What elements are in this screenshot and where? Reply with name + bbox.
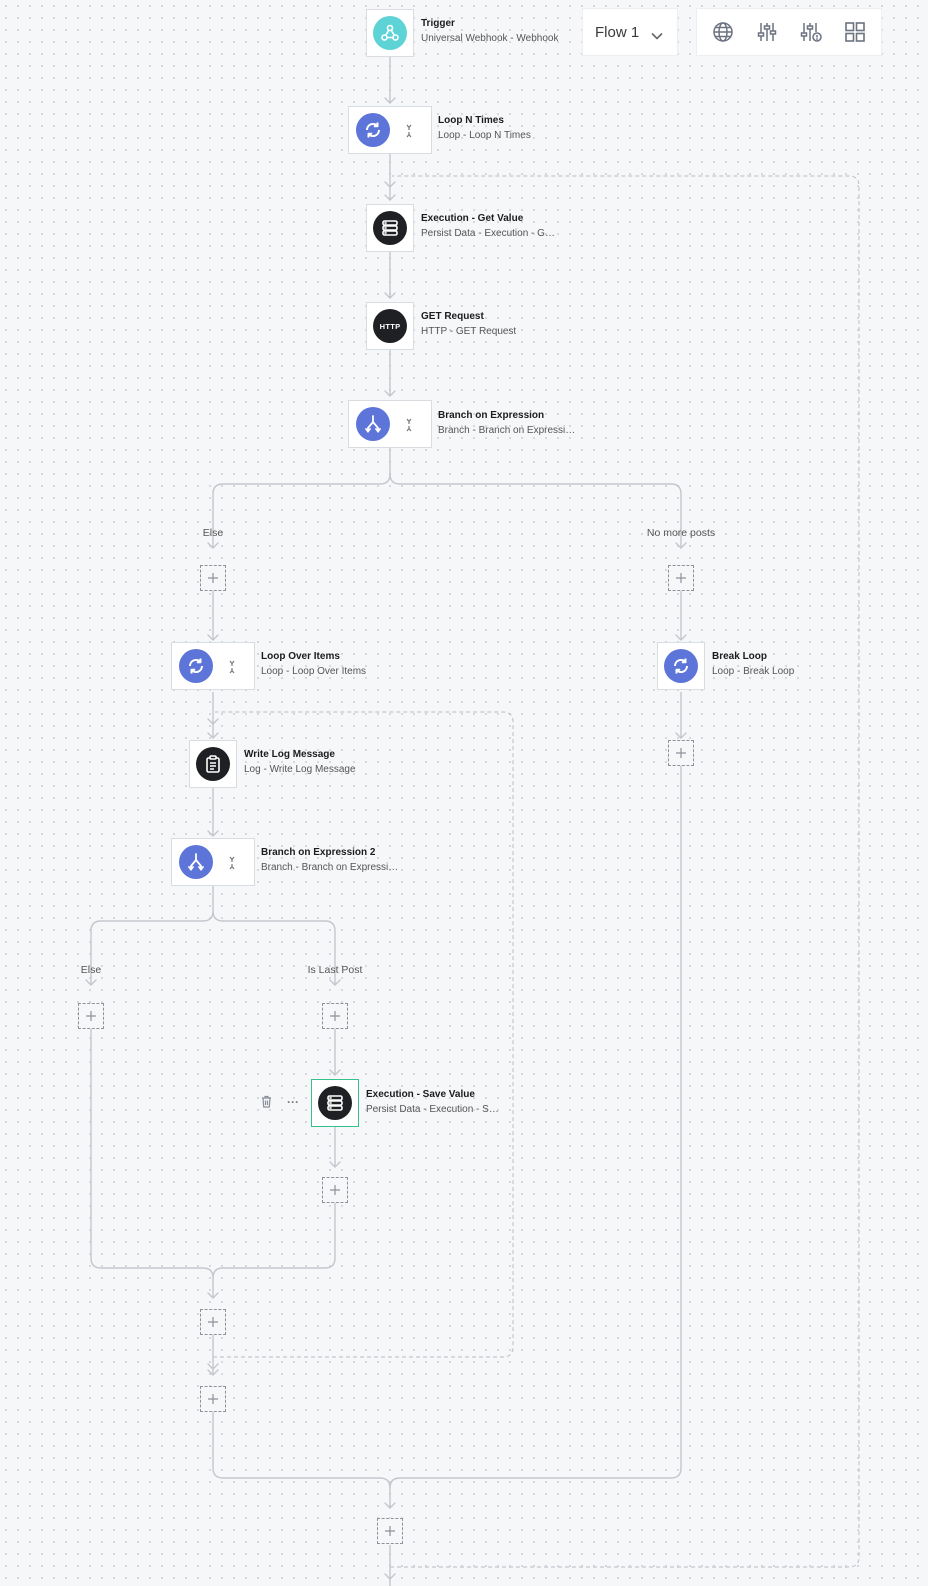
branch-node-label: Branch on Expression Branch - Branch on … (438, 410, 576, 436)
break-loop-node-label: Break Loop Loop - Break Loop (712, 651, 794, 677)
branch-2-node-label: Branch on Expression 2 Branch - Branch o… (261, 847, 399, 873)
node-title: Break Loop (712, 651, 768, 662)
node-subtitle: Loop - Loop N Times (438, 130, 531, 141)
node-subtitle: Persist Data - Execution - Get ... (421, 228, 559, 239)
more-options-button[interactable]: ··· (287, 1095, 299, 1109)
webhook-icon (373, 16, 407, 50)
sliders-alert-icon[interactable] (796, 17, 826, 47)
node-subtitle: Loop - Loop Over Items (261, 666, 367, 677)
node-subtitle: Persist Data - Execution - Sav... (366, 1104, 504, 1115)
node-title: Branch on Expression (438, 410, 545, 421)
loop-over-items-node[interactable] (171, 642, 255, 690)
add-step-button[interactable] (322, 1003, 348, 1029)
sliders-icon[interactable] (752, 17, 782, 47)
http-badge-text: HTTP (379, 321, 401, 331)
get-value-node-label: Execution - Get Value Persist Data - Exe… (421, 213, 559, 239)
node-subtitle: Branch - Branch on Expression (438, 425, 576, 436)
plus-icon (676, 748, 686, 758)
add-step-button[interactable] (200, 1386, 226, 1412)
canvas-toolbar (696, 8, 882, 56)
get-request-node-label: GET Request HTTP - GET Request (421, 311, 516, 337)
plus-icon (676, 573, 686, 583)
write-log-node-label: Write Log Message Log - Write Log Messag… (244, 749, 356, 775)
save-value-node-label: Execution - Save Value Persist Data - Ex… (366, 1089, 504, 1115)
collapse-icon[interactable] (228, 660, 236, 679)
globe-icon[interactable] (708, 17, 738, 47)
chevron-down-icon (651, 27, 663, 44)
node-subtitle: Branch - Branch on Expression (261, 862, 399, 873)
add-step-button[interactable] (322, 1177, 348, 1203)
node-hover-actions: ··· (261, 1095, 299, 1109)
node-subtitle: Log - Write Log Message (244, 764, 356, 775)
node-title: Loop Over Items (261, 651, 340, 662)
branch-label-is-last-post: Is Last Post (307, 964, 363, 976)
add-step-button[interactable] (200, 1309, 226, 1335)
collapse-icon[interactable] (228, 856, 236, 875)
plus-icon (208, 573, 218, 583)
add-step-button[interactable] (668, 740, 694, 766)
database-icon (318, 1086, 352, 1120)
save-value-node[interactable] (311, 1079, 359, 1127)
loop-icon (179, 649, 213, 683)
trash-icon[interactable] (261, 1095, 275, 1109)
node-title: Trigger (421, 18, 455, 29)
break-loop-node[interactable] (657, 642, 705, 690)
trigger-node[interactable] (366, 9, 414, 57)
loop-n-times-node-label: Loop N Times Loop - Loop N Times (438, 115, 531, 141)
loop-n-times-node[interactable] (348, 106, 432, 154)
node-title: GET Request (421, 311, 484, 322)
plus-icon (330, 1011, 340, 1021)
flow-select[interactable]: Flow 1 (582, 8, 678, 56)
http-icon: HTTP (373, 309, 407, 343)
branch-icon (356, 407, 390, 441)
loop-icon (664, 649, 698, 683)
loop-icon (356, 113, 390, 147)
write-log-node[interactable] (189, 740, 237, 788)
add-step-button[interactable] (78, 1003, 104, 1029)
database-icon (373, 211, 407, 245)
plus-icon (385, 1526, 395, 1536)
plus-icon (330, 1185, 340, 1195)
branch-node[interactable] (348, 400, 432, 448)
flow-select-value: Flow 1 (595, 23, 640, 41)
plus-icon (86, 1011, 96, 1021)
node-subtitle: Loop - Break Loop (712, 666, 795, 677)
node-title: Execution - Save Value (366, 1089, 475, 1100)
add-step-button[interactable] (377, 1518, 403, 1544)
plus-icon (208, 1317, 218, 1327)
node-subtitle: HTTP - GET Request (421, 326, 517, 337)
branch-label-else: Else (80, 964, 102, 976)
node-title: Loop N Times (438, 115, 504, 126)
clipboard-icon (196, 747, 230, 781)
node-title: Write Log Message (244, 749, 335, 760)
node-title: Execution - Get Value (421, 213, 524, 224)
collapse-icon[interactable] (405, 124, 413, 143)
branch-label-else: Else (202, 527, 224, 539)
plus-icon (208, 1394, 218, 1404)
get-request-node[interactable]: HTTP (366, 302, 414, 350)
node-title: Branch on Expression 2 (261, 847, 376, 858)
collapse-icon[interactable] (405, 418, 413, 437)
get-value-node[interactable] (366, 204, 414, 252)
branch-2-node[interactable] (171, 838, 255, 886)
loop-over-items-node-label: Loop Over Items Loop - Loop Over Items (261, 651, 366, 677)
trigger-node-label: Trigger Universal Webhook - Webhook (421, 18, 558, 44)
add-step-button[interactable] (668, 565, 694, 591)
node-subtitle: Universal Webhook - Webhook (421, 33, 559, 44)
grid-icon[interactable] (840, 17, 870, 47)
branch-icon (179, 845, 213, 879)
branch-label-no-more-posts: No more posts (646, 527, 716, 539)
add-step-button[interactable] (200, 565, 226, 591)
